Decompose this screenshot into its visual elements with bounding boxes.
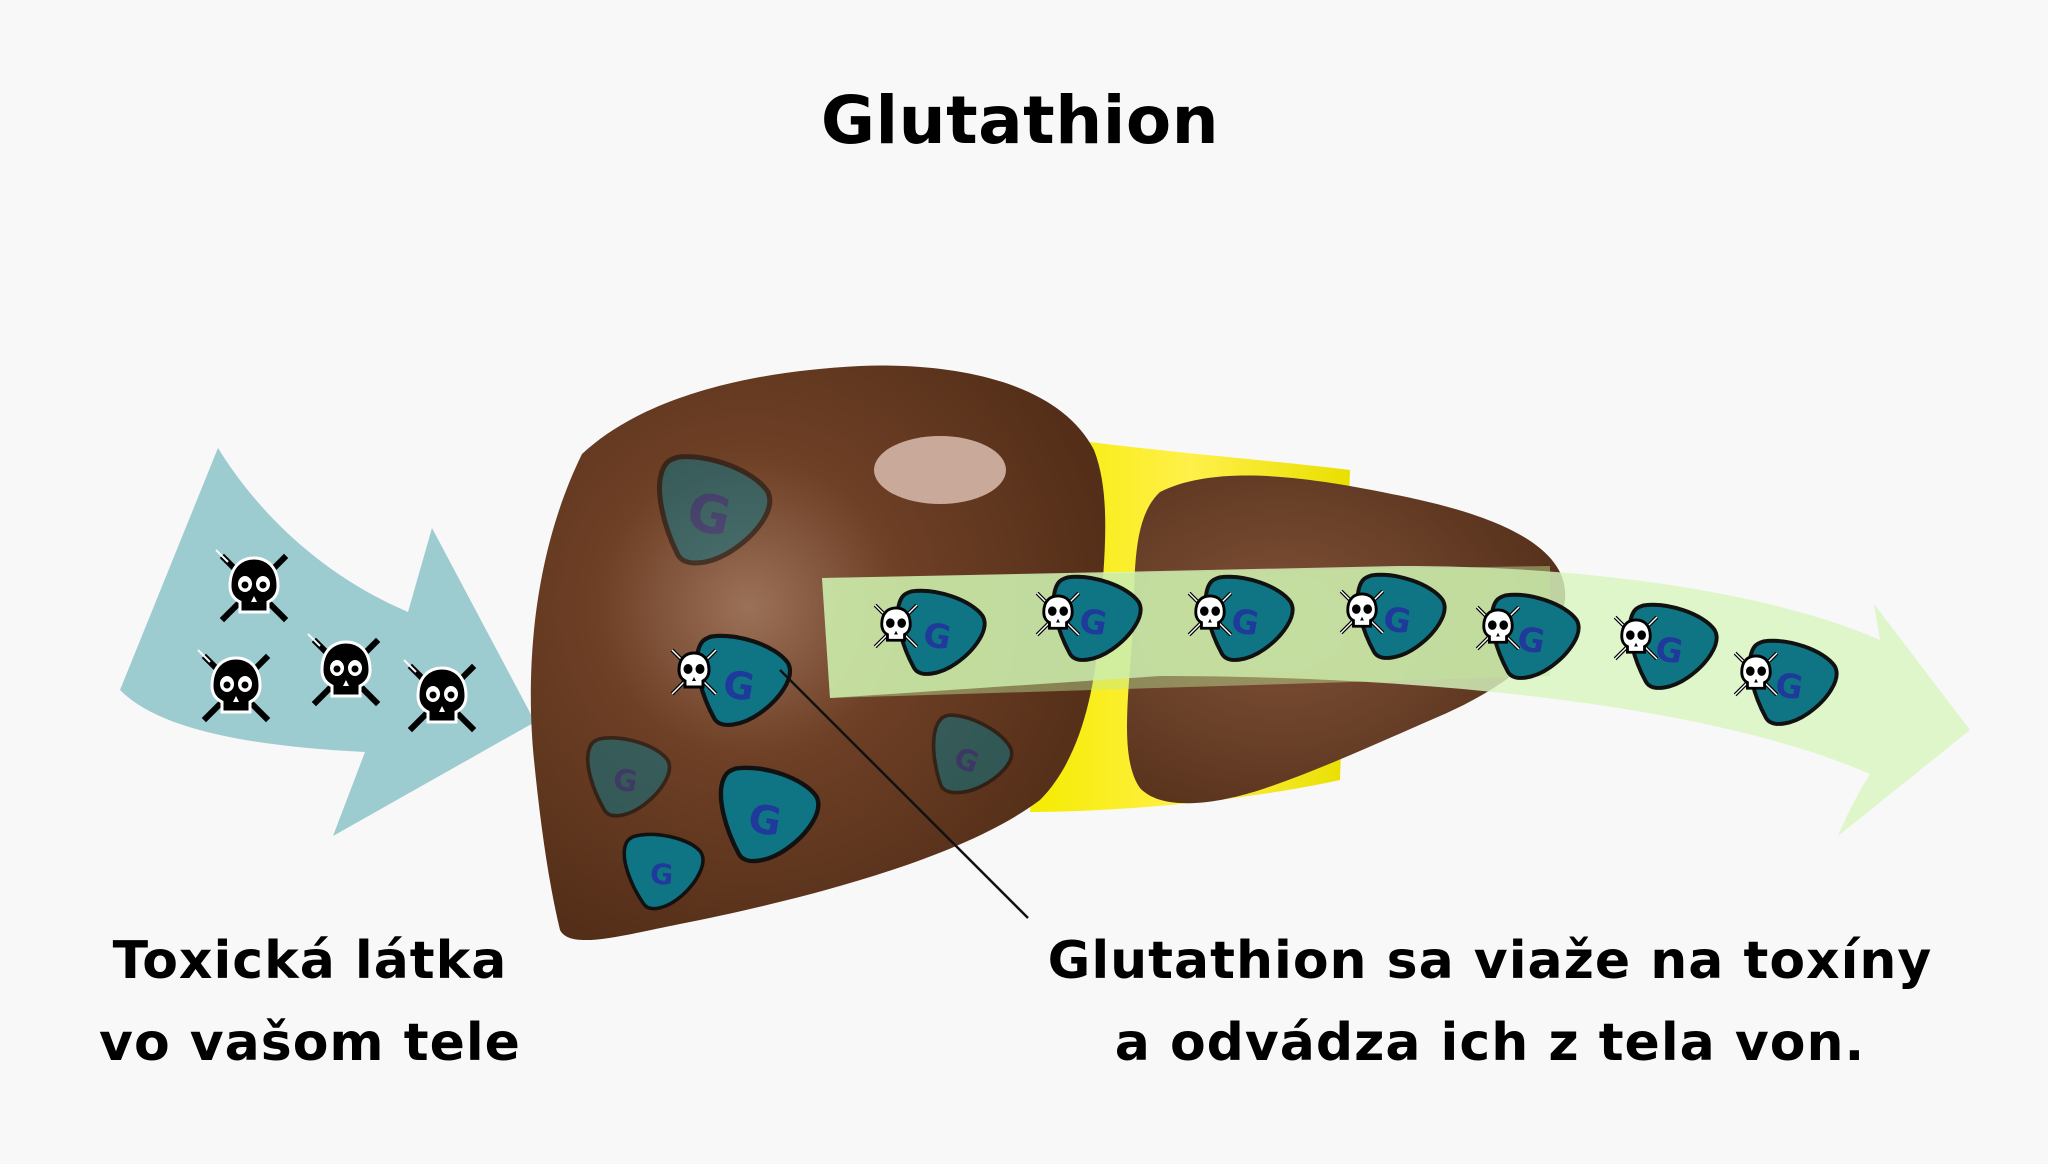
bound-complex: G — [1733, 634, 1843, 735]
svg-text:G: G — [920, 615, 954, 658]
svg-text:G: G — [611, 762, 640, 799]
caption-toxic-substance: Toxická látka vo vašom tele — [60, 920, 560, 1084]
caption-right-line-1: Glutathion sa viaže na toxíny — [1047, 931, 1933, 991]
svg-text:G: G — [720, 661, 758, 710]
svg-text:G: G — [649, 857, 674, 892]
bound-toxin-skull-icon — [670, 648, 718, 696]
caption-left-line-1: Toxická látka — [112, 931, 508, 991]
glutathione-marker: G — [686, 631, 794, 734]
bound-complex: G — [1613, 598, 1723, 699]
bound-complex: G — [1187, 570, 1299, 671]
svg-text:G: G — [745, 795, 785, 846]
glutathione-marker: G — [710, 763, 823, 871]
svg-text:G: G — [1772, 665, 1806, 708]
svg-text:G: G — [1652, 629, 1686, 672]
glutathione-marker: G — [578, 732, 675, 825]
svg-text:G: G — [1380, 599, 1414, 642]
liver-highlight — [874, 436, 1006, 504]
bound-complex: G — [1475, 588, 1585, 689]
svg-text:G: G — [1228, 601, 1262, 644]
svg-text:G: G — [1514, 619, 1548, 662]
glutathione-marker: G — [618, 830, 707, 914]
bound-complex: G — [1035, 570, 1147, 671]
caption-right-line-2: a odvádza ich z tela von. — [1114, 1013, 1866, 1073]
callout-line — [779, 669, 1029, 919]
caption-glutathione-binding: Glutathion sa viaže na toxíny a odvádza … — [1040, 920, 1940, 1084]
diagram-title: Glutathion — [820, 82, 1220, 159]
glutathione-marker: G — [915, 707, 1021, 810]
glutathione-marker: G — [644, 450, 776, 576]
incoming-arrow — [120, 448, 535, 836]
svg-text:G: G — [1076, 601, 1110, 644]
bound-complex: G — [873, 584, 991, 685]
bound-complex: G — [1339, 568, 1451, 669]
caption-left-line-2: vo vašom tele — [99, 1013, 521, 1073]
